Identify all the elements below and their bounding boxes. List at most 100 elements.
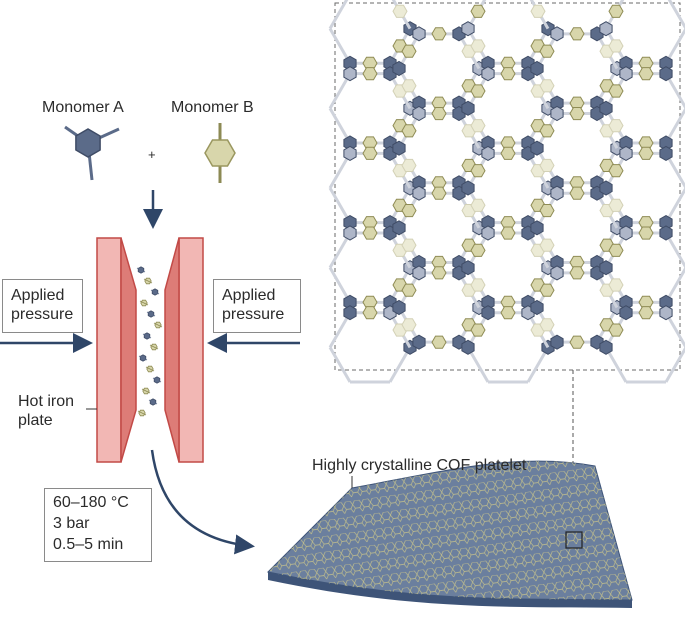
vertex-node [599,260,613,276]
vertex-node [481,225,495,241]
curved-arrow [150,449,255,555]
lattice-bond [328,0,349,30]
particle-bond [150,289,160,295]
linker-node [431,27,447,41]
vertex-node [343,225,357,241]
lattice-bond [328,27,352,65]
vertex-node [392,299,406,316]
linker-node [470,84,486,98]
linker-node [470,198,486,212]
particle-bond [148,399,158,405]
left-pressure-line2: pressure [11,306,74,323]
particle-bond [136,267,146,273]
particle-bond [138,355,148,361]
vertex-node [481,66,495,82]
lattice-bond [328,266,352,304]
monomer-a-label: Monomer A [42,99,124,116]
linker-node [530,4,546,18]
vertex-node [343,66,357,82]
linker-node [470,39,486,53]
linker-node [500,226,516,240]
plus-sign: + [148,147,156,162]
vertex-node [412,26,426,42]
lattice-bond [664,266,685,304]
vertex-node [530,220,544,236]
particle-bond [152,377,162,383]
lattice-bond [664,72,685,110]
particle-bond [141,388,151,394]
linker-node [638,146,654,160]
linker-node [431,107,447,121]
vertex-node [599,100,613,116]
monomer-b-label: Monomer B [171,99,254,116]
lattice-bond [664,232,685,269]
linker-node [362,146,378,160]
linker-node [539,79,555,93]
linker-node [500,306,516,320]
vertex-node [659,305,673,321]
lattice-bond [604,346,628,383]
linker-node [401,238,417,252]
platelet-label: Highly crystalline COF platelet [312,457,527,474]
left-hot-plate [96,237,137,463]
linker-node [539,238,555,252]
lattice-bond [664,27,685,65]
vertex-node [461,100,475,116]
monomer-mixture [136,266,163,417]
linker-node [431,186,447,200]
right-pressure-box: Applied pressure [213,279,301,333]
left-pressure-line1: Applied [11,287,65,304]
linker-node [401,79,417,93]
linker-node [608,119,624,133]
linker-node [431,335,447,349]
linker-node [362,226,378,240]
monomer-b-icon [204,123,236,183]
lattice-bond [667,0,685,30]
right-pressure-line2: pressure [222,306,285,323]
particle-bond [139,300,149,306]
vertex-node [599,180,613,196]
lattice-bond [328,187,352,224]
hot-plate-label-line1: Hot iron [18,393,75,410]
linker-node [608,278,624,292]
vertex-node [343,145,357,161]
linker-node [539,44,555,58]
particle-bond [143,278,153,284]
linker-node [500,146,516,160]
vertex-node [481,305,495,321]
linker-node [569,186,585,200]
vertex-node [530,140,544,156]
lattice-bond [328,311,352,349]
linker-node [401,204,417,218]
right-hot-plate [164,237,204,463]
hot-plate-label-line2: plate [18,412,53,429]
linker-node [401,158,417,172]
vertex-node [550,105,564,122]
vertex-node [599,339,613,355]
linker-node [539,204,555,218]
monomer-a-icon [64,125,120,181]
right-pressure-line1: Applied [222,287,276,304]
linker-node [470,4,486,18]
lattice-bond [664,346,685,383]
lattice-bond [388,346,412,383]
lattice-bond [328,72,352,110]
linker-node [608,198,624,212]
particle-bond [142,333,152,339]
vertex-node [412,105,426,122]
vertex-node [530,60,544,77]
cof-lattice [328,0,685,384]
vertex-node [619,225,633,241]
vertex-node [619,145,633,161]
linker-node [638,226,654,240]
linker-node [608,243,624,257]
vertex-node [599,21,613,37]
condition-pressure: 3 bar [53,515,90,532]
vertex-node [550,26,564,42]
vertex-node [659,66,673,82]
vertex-node [461,260,475,276]
vertex-node [392,60,406,77]
linker-node [470,119,486,133]
lattice-bond [664,107,685,144]
